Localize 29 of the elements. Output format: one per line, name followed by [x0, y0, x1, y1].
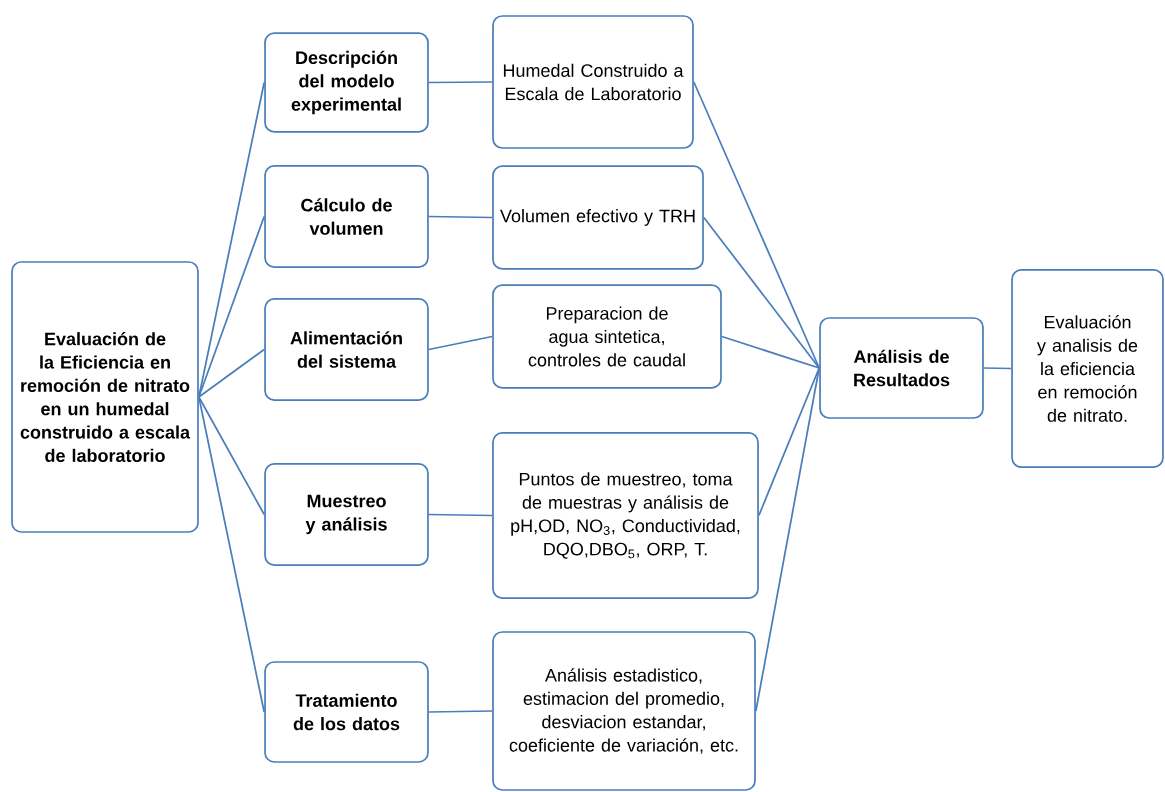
connector-line	[198, 81, 266, 398]
connector-line	[982, 367, 1013, 370]
connector-line	[721, 335, 821, 369]
detail-box: Preparacion de agua sintetica, controles de caudal	[492, 284, 722, 389]
detail-box: Análisis estadistico, estimacion del promedio, desviacion estandar, coeficiente de variación, etc.	[492, 631, 756, 791]
conclusion-box: Evaluación y analisis de la eficiencia en remoción de nitrato.	[1011, 269, 1164, 468]
connector-line	[198, 396, 266, 713]
detail-box: Humedal Construido a Escala de Laboratorio	[492, 15, 694, 149]
step-box: Cálculo de volumen	[264, 165, 429, 268]
connector-line	[427, 335, 493, 351]
connector-line	[198, 348, 266, 398]
step-box: Tratamiento de los datos	[264, 661, 429, 763]
connector-line	[427, 513, 493, 517]
connector-line	[758, 367, 821, 517]
detail-box: Volumen efectivo y TRH	[492, 165, 704, 270]
topic-box: Evaluación de la Eficiencia en remoción de nitrato en un humedal construido a escala de laboratorio	[11, 261, 199, 533]
result-box: Análisis de Resultados	[819, 317, 984, 419]
connector-line	[703, 216, 821, 369]
detail-box: Puntos de muestreo, toma de muestras y análisis de pH,OD, NO$_{3}$, Conductividad, DQO,DBO$_{5}$, ORP, T.	[492, 432, 759, 599]
connector-line	[427, 81, 493, 84]
connector-line	[198, 396, 266, 516]
connector-line	[755, 367, 821, 712]
step-box: Descripción del modelo experimental	[264, 32, 429, 133]
connector-line	[427, 710, 493, 713]
step-box: Alimentación del sistema	[264, 298, 429, 401]
connector-line	[693, 81, 821, 369]
connector-line	[198, 215, 266, 398]
connector-line	[427, 215, 493, 219]
step-box: Muestreo y análisis	[264, 463, 429, 566]
